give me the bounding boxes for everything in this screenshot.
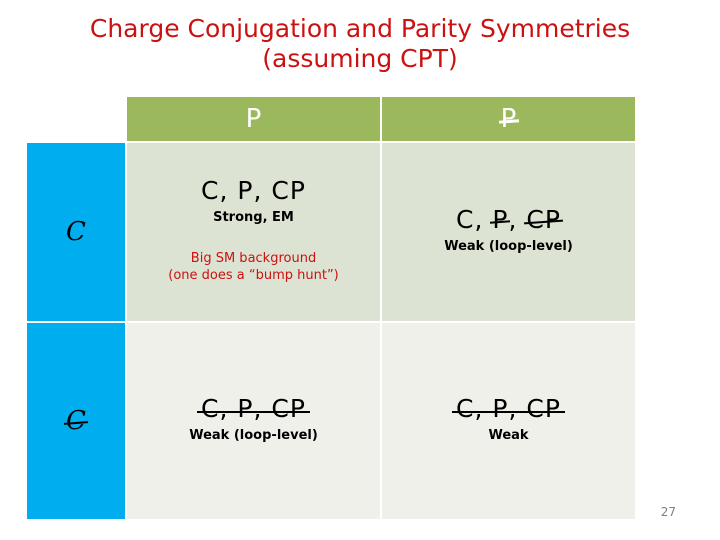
token-sep: , (508, 205, 527, 234)
token-c: C (456, 205, 475, 234)
token-cp: CP (271, 176, 306, 205)
table-row: C C, P, CP Weak (loop-level) C, P, CP We… (27, 323, 635, 519)
token-c: C (201, 394, 220, 423)
page-title: Charge Conjugation and Parity Symmetries… (89, 14, 631, 73)
token-c: C (201, 176, 220, 205)
token-sep: , (219, 176, 238, 205)
page-number: 27 (660, 505, 676, 519)
table-corner-cell (27, 97, 125, 141)
token-sep: , (253, 176, 272, 205)
cell-c-pbar: C, P, CP Weak (loop-level) (382, 143, 635, 321)
token-p: P (237, 394, 254, 423)
symmetry-table: P P C C, P, CP Strong, EM Big SM backgro… (25, 95, 637, 521)
token-c: C (456, 394, 475, 423)
row-header-c: C (27, 143, 125, 321)
token-cp-violated: CP (526, 205, 561, 234)
token-p: P (492, 394, 509, 423)
token-cp: CP (526, 394, 561, 423)
cell-c-p: C, P, CP Strong, EM Big SM background (o… (127, 143, 380, 321)
column-header-p-text: P (245, 104, 262, 134)
column-header-p: P (127, 97, 380, 141)
strike-group: C, P, CP (197, 394, 310, 424)
strike-group: C, P, CP (452, 394, 565, 424)
row-header-c-violated: C (27, 323, 125, 519)
cell-cbar-p-main: C, P, CP (133, 394, 374, 424)
cell-cbar-pbar: C, P, CP Weak (382, 323, 635, 519)
token-sep: , (474, 394, 493, 423)
token-cp: CP (271, 394, 306, 423)
cell-cbar-pbar-sub: Weak (488, 428, 529, 443)
token-sep: , (474, 205, 493, 234)
cell-cbar-pbar-main: C, P, CP (388, 394, 629, 424)
cell-c-pbar-sub: Weak (loop-level) (444, 239, 573, 254)
row-header-c-violated-text: C (66, 406, 86, 436)
token-p-violated: P (492, 205, 509, 234)
column-header-p-violated: P (382, 97, 635, 141)
cell-c-p-main: C, P, CP (133, 176, 374, 206)
cell-c-p-sub: Strong, EM (213, 210, 294, 225)
token-sep: , (508, 394, 527, 423)
cell-cbar-p-sub: Weak (loop-level) (189, 428, 318, 443)
cell-c-p-note: Big SM background (one does a “bump hunt… (168, 251, 339, 283)
cell-c-pbar-main: C, P, CP (388, 205, 629, 235)
column-header-p-violated-text: P (500, 104, 517, 134)
token-p: P (237, 176, 254, 205)
token-sep: , (219, 394, 238, 423)
cell-cbar-p: C, P, CP Weak (loop-level) (127, 323, 380, 519)
table-header-row: P P (27, 97, 635, 141)
token-sep: , (253, 394, 272, 423)
table-row: C C, P, CP Strong, EM Big SM background … (27, 143, 635, 321)
row-header-c-text: C (66, 217, 86, 247)
